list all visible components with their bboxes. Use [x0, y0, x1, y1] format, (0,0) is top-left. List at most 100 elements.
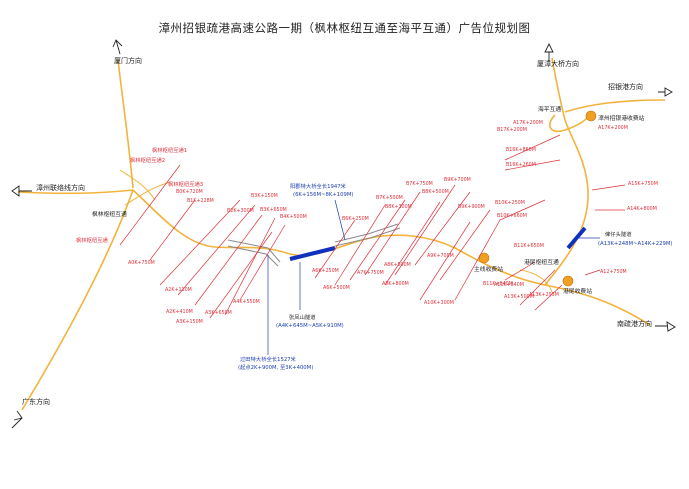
board-line — [209, 231, 273, 319]
map-title: 漳州招银疏港高速公路一期（枫林枢纽互通至海平互通）广告位规划图 — [158, 21, 531, 35]
direction-labels: 厦门方向 漳州联络线方向 广东方向 厦漳大桥方向 招银港方向 南疏港方向 — [22, 56, 652, 406]
board-label: B2K+300M — [227, 208, 254, 214]
board-label: B1K+228M — [187, 198, 214, 204]
board-label: A11K+640M — [494, 282, 524, 288]
board-line — [504, 261, 536, 281]
board-line — [504, 159, 561, 171]
board-line — [224, 217, 276, 316]
label-south-port: 南疏港方向 — [617, 319, 652, 328]
label-guotian-span: (起点2K+900M, 至3K+400M) — [238, 364, 313, 371]
board-label: A13K+295M — [529, 292, 559, 298]
place-labels: 枫林枢纽互通 海平互通 漳州招银港收费站 主线收费站 港尾枢纽互通 港尾收费站 — [92, 105, 645, 295]
board-line — [384, 201, 441, 286]
board-label: A17K+200M — [598, 125, 628, 131]
gangwei-toll-dot — [562, 275, 574, 287]
board-label: A3K+650M — [205, 310, 232, 316]
board-label: B9K+700M — [444, 177, 471, 183]
board-label: A0K+750M — [128, 260, 155, 266]
label-yangbu-bridge: 阳郡特大桥全长1947米 — [290, 182, 347, 190]
board-line — [419, 221, 471, 301]
zhangfeng-tunnel-bar — [289, 246, 336, 261]
ramp-label: 枫林枢纽互通1 — [152, 146, 187, 154]
board-label: B17K+200M — [497, 127, 527, 133]
label-guotian-bridge: 过田特大桥全长1527米 — [240, 355, 297, 363]
board-line — [499, 199, 546, 221]
roads — [17, 57, 666, 411]
zhaoyin-toll-dot — [585, 110, 597, 122]
board-label: B4K+500M — [280, 214, 307, 220]
board-label: A2K+410M — [166, 309, 193, 315]
board-label: B8K+500M — [422, 189, 449, 195]
board-line — [119, 164, 181, 246]
board-line — [591, 184, 626, 191]
board-line — [439, 209, 491, 281]
board-label: B3K+650M — [260, 207, 287, 213]
board-label: A9K+700M — [427, 253, 454, 259]
label-zhangfeng-span: (A4K+645M~A5K+910M) — [276, 323, 344, 329]
toll-stations — [478, 110, 597, 287]
board-line — [414, 191, 471, 266]
board-label: A13K+500M — [504, 294, 534, 300]
road-guangdong — [21, 189, 134, 411]
road-fenglin-ramp1 — [119, 169, 156, 201]
board-line — [159, 199, 241, 286]
yangbu-bridge-shape — [334, 223, 401, 247]
board-label: B8K+300M — [385, 204, 412, 210]
board-label: A6K+500M — [323, 285, 350, 291]
structure-annotations: 俾仔头隧道 (A13K+248M~A14K+229M) 张凤山隧道 (A4K+6… — [238, 182, 672, 371]
board-label: A8K+800M — [382, 281, 409, 287]
label-gangwei-toll: 港尾收费站 — [563, 287, 592, 295]
board-label: A14K+800M — [627, 206, 657, 212]
board-label: A6K+250M — [312, 268, 339, 274]
label-beizitou-span: (A13K+248M~A14K+229M) — [598, 241, 672, 247]
board-label: A17K+200M — [513, 120, 543, 126]
board-label: B11K+650M — [514, 243, 544, 249]
board-line — [239, 224, 286, 301]
board-label: B3K+150M — [251, 193, 278, 199]
board-label: A3K+150M — [176, 319, 203, 325]
board-label: B7K+750M — [406, 181, 433, 187]
board-label: B6K+250M — [342, 216, 369, 222]
board-line — [364, 191, 421, 276]
board-label: B16K+860M — [506, 147, 536, 153]
label-fenglin-hub: 枫林枢纽互通 — [92, 210, 127, 218]
arrow-zhaoyin-icon — [658, 87, 673, 97]
leader-yangbu — [334, 199, 346, 241]
board-line — [454, 219, 501, 301]
board-line — [519, 269, 556, 306]
board-label: B10K+250M — [495, 200, 525, 206]
board-line — [534, 284, 563, 311]
road-zhangzhou-link — [17, 189, 134, 195]
board-label: B11K+640M — [483, 281, 513, 287]
label-yangbu-span: (6K+156M~8K+109M) — [293, 192, 354, 198]
board-label: A2K+110M — [165, 287, 192, 293]
board-line — [194, 214, 263, 306]
arrow-xiazhang-icon — [544, 42, 554, 62]
label-gangwei-hub: 港尾枢纽互通 — [524, 258, 559, 266]
billboard-labels: B0K+720M B1K+228M A0K+750M B2K+300M B3K+… — [128, 120, 658, 325]
board-line — [394, 184, 456, 276]
arrow-zhangzhou-icon — [11, 185, 32, 197]
road-gangwei-loop — [519, 269, 553, 293]
ramp-label: 枫林枢纽互通2 — [130, 156, 165, 164]
label-zhangfeng-tunnel: 张凤山隧道 — [289, 313, 316, 321]
board-label: B16K+260M — [506, 162, 536, 168]
board-line — [504, 134, 561, 161]
board-line — [177, 204, 256, 296]
direction-arrows — [11, 39, 676, 429]
road-mainline-north — [544, 57, 589, 286]
label-guangdong: 广东方向 — [22, 397, 50, 406]
road-haiping-loop — [549, 111, 591, 133]
board-label: A10K+300M — [424, 300, 454, 306]
board-label: B10K+660M — [497, 213, 527, 219]
label-zhaoyin-port: 招银港方向 — [608, 82, 643, 91]
guotian-bridge-shape — [227, 239, 281, 267]
arrow-xiamen-icon — [112, 39, 123, 55]
ramp-label: 枫林枢纽互通 — [76, 236, 108, 244]
tunnels — [289, 226, 587, 261]
label-xiamen: 厦门方向 — [114, 56, 142, 65]
beizitou-tunnel-bar — [566, 226, 587, 250]
board-label: B0K+720M — [176, 189, 203, 195]
label-zhuyi-toll: 主线收费站 — [474, 265, 503, 273]
